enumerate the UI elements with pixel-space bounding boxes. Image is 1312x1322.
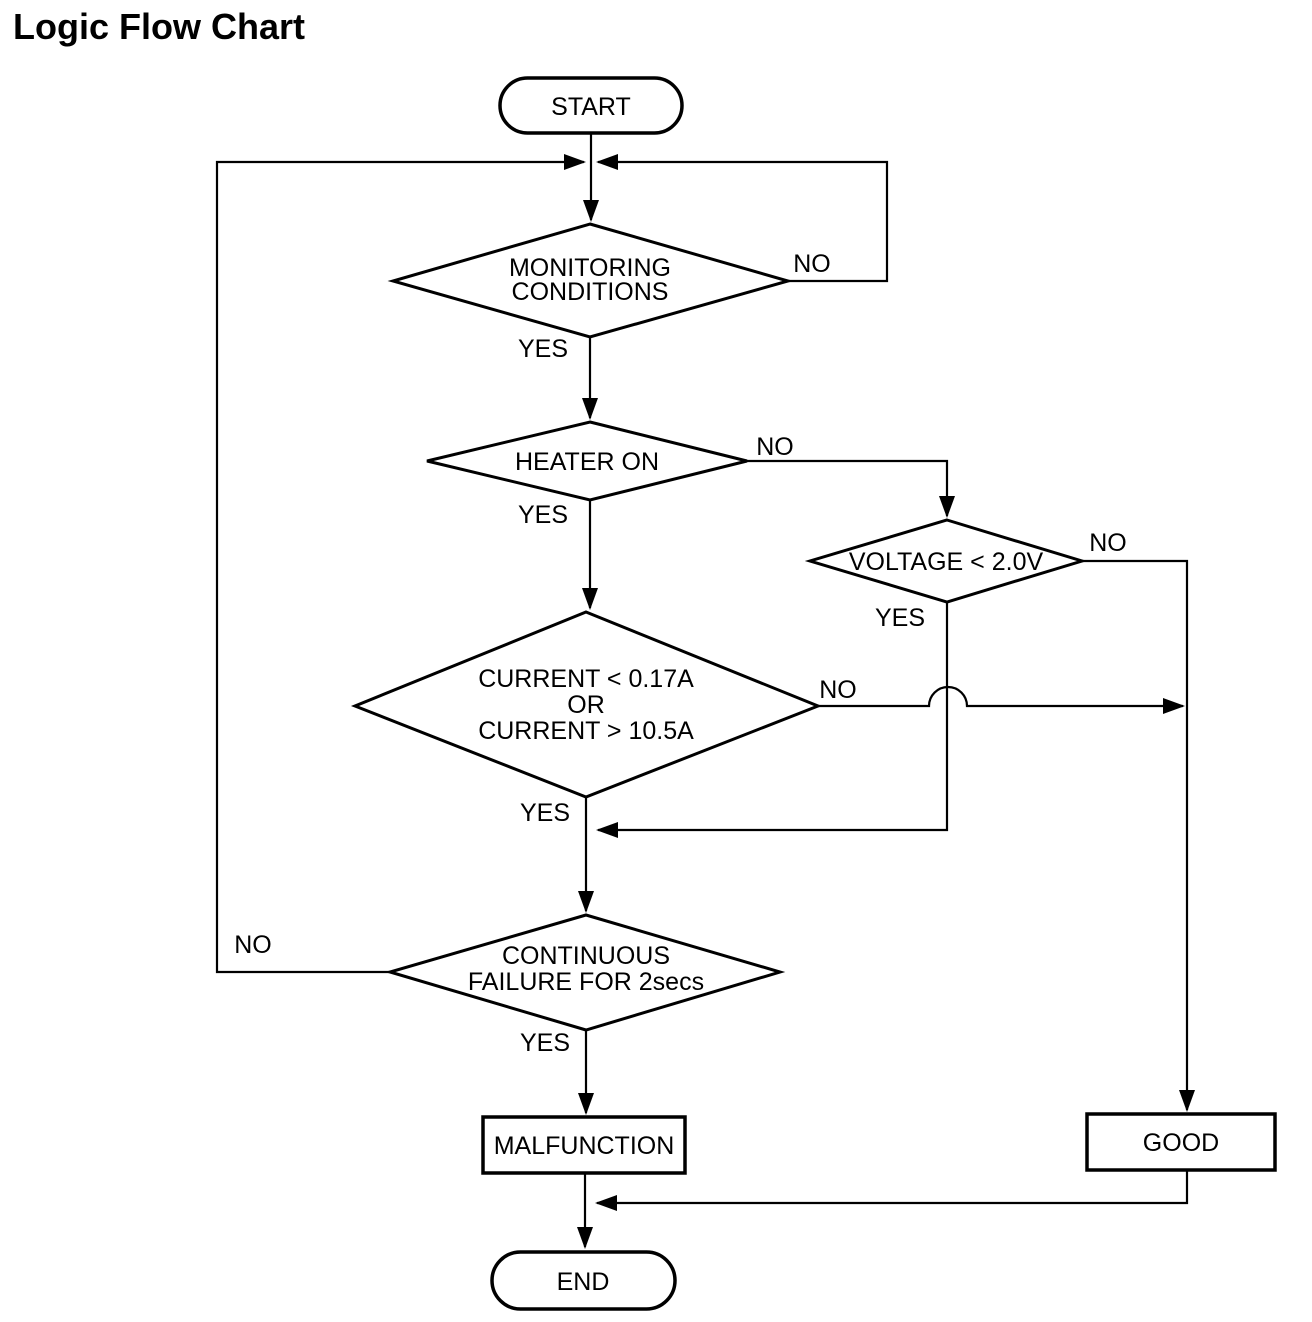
- edge-labels: NO YES NO YES NO YES NO YES NO YES: [234, 250, 1127, 1057]
- label-heater-no: NO: [756, 433, 794, 461]
- end-terminator-shape: [490, 1250, 677, 1311]
- node-monitoring-conditions: MONITORING CONDITIONS: [387, 222, 794, 339]
- edge-heater-no: [747, 459, 955, 518]
- good-label: GOOD: [1143, 1129, 1219, 1157]
- monitoring-decision-shape: [387, 222, 794, 339]
- malfunction-process-shape: [481, 1115, 687, 1175]
- node-current: CURRENT < 0.17A OR CURRENT > 10.5A: [350, 610, 823, 799]
- node-malfunction: MALFUNCTION: [481, 1115, 687, 1175]
- label-voltage-yes: YES: [875, 604, 925, 632]
- node-voltage: VOLTAGE < 2.0V: [804, 518, 1088, 604]
- heater-label: HEATER ON: [515, 448, 659, 476]
- label-current-no: NO: [819, 676, 857, 704]
- label-continuous-yes: YES: [520, 1029, 570, 1057]
- current-label-line3: CURRENT > 10.5A: [478, 717, 694, 745]
- node-heater-on: HEATER ON: [426, 420, 748, 502]
- continuous-label-line2: FAILURE FOR 2secs: [468, 968, 704, 996]
- current-label-line1: CURRENT < 0.17A: [478, 665, 694, 693]
- page-title: Logic Flow Chart: [13, 6, 305, 47]
- voltage-label: VOLTAGE < 2.0V: [849, 548, 1044, 576]
- label-monitoring-yes: YES: [518, 335, 568, 363]
- good-process-shape: [1085, 1112, 1277, 1172]
- edges: [215, 133, 1195, 1249]
- node-end: END: [490, 1250, 677, 1311]
- continuous-decision-shape: [384, 913, 786, 1032]
- current-decision-shape: [350, 610, 823, 799]
- label-heater-yes: YES: [518, 501, 568, 529]
- edge-good-merge: [595, 1170, 1189, 1211]
- end-label: END: [557, 1268, 610, 1296]
- edge-continuous-no-loop: [215, 154, 586, 974]
- label-current-yes: YES: [520, 799, 570, 827]
- edge-voltage-yes-merge: [596, 602, 949, 838]
- monitoring-label-line1: MONITORING: [509, 254, 671, 282]
- node-good: GOOD: [1085, 1112, 1277, 1172]
- continuous-label-line1: CONTINUOUS: [502, 942, 670, 970]
- edge-current-no-hop: [818, 685, 1185, 714]
- voltage-decision-shape: [804, 518, 1088, 604]
- label-monitoring-no: NO: [793, 250, 831, 278]
- current-label-line2: OR: [567, 691, 605, 719]
- monitoring-label-line2: CONDITIONS: [512, 278, 669, 306]
- edge-monitoring-no-loop: [596, 154, 889, 283]
- node-continuous-failure: CONTINUOUS FAILURE FOR 2secs: [384, 913, 786, 1032]
- label-continuous-no: NO: [234, 931, 272, 959]
- label-voltage-no: NO: [1089, 529, 1127, 557]
- node-start: START: [498, 76, 684, 135]
- start-terminator-shape: [498, 76, 684, 135]
- heater-decision-shape: [426, 420, 748, 502]
- start-label: START: [551, 93, 631, 121]
- malfunction-label: MALFUNCTION: [494, 1132, 675, 1160]
- edge-voltage-no-to-good: [1082, 559, 1195, 1112]
